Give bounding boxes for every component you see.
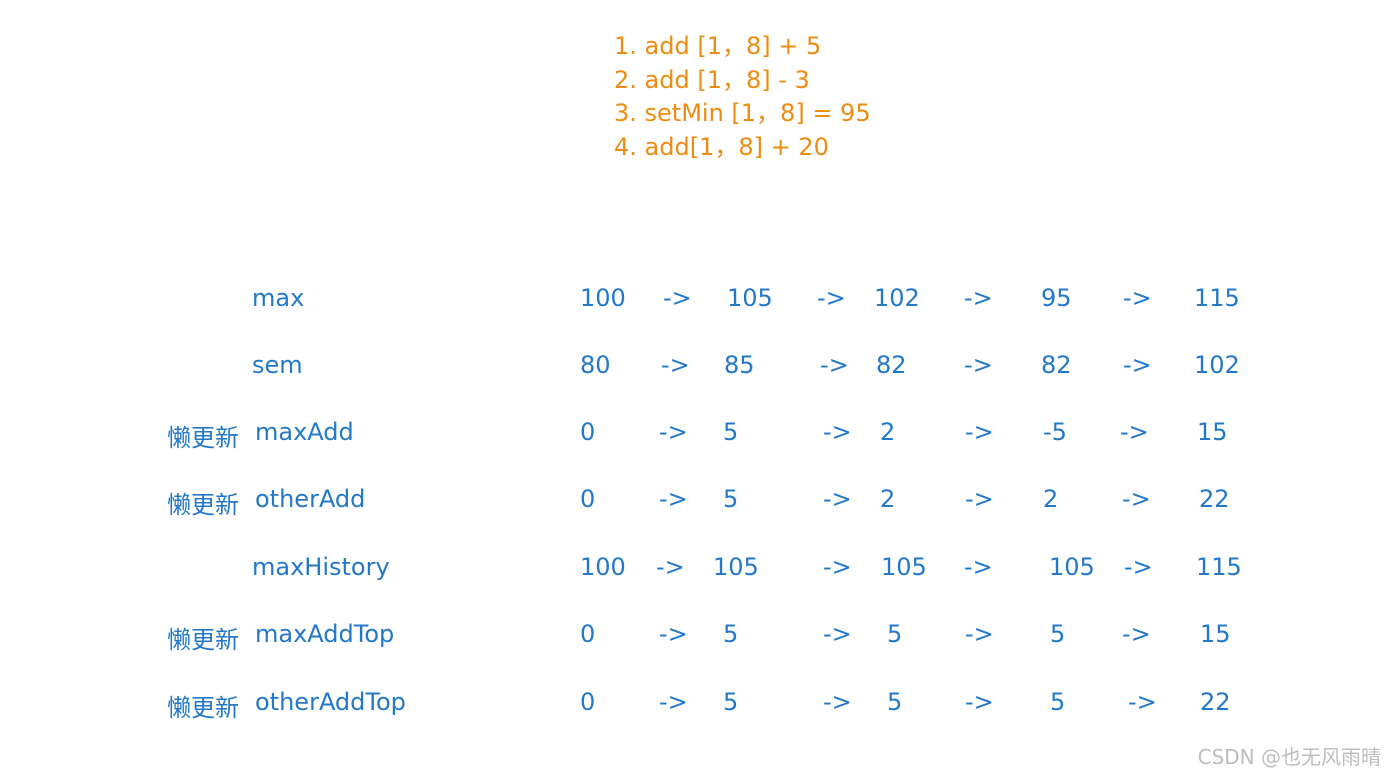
operations-list: 1. add [1，8] + 5 2. add [1，8] - 3 3. set…: [614, 30, 871, 164]
row-maxhistory: maxHistory 100 -> 105 -> 105 -> 105 -> 1…: [0, 553, 1387, 593]
value-1: 85: [724, 351, 755, 379]
arrow: ->: [661, 351, 690, 379]
value-0: 0: [580, 688, 596, 716]
value-2: 2: [880, 418, 896, 446]
value-1: 5: [723, 418, 739, 446]
value-1: 105: [727, 284, 773, 312]
arrow: ->: [965, 688, 994, 716]
operation-4: 4. add[1，8] + 20: [614, 132, 829, 161]
arrow: ->: [964, 284, 993, 312]
value-3: 5: [1050, 620, 1066, 648]
row-label: otherAddTop: [255, 688, 406, 716]
value-2: 82: [876, 351, 907, 379]
value-4: 15: [1200, 620, 1231, 648]
row-maxaddtop: 懒更新 maxAddTop 0 -> 5 -> 5 -> 5 -> 15: [0, 620, 1387, 660]
row-maxadd: 懒更新 maxAdd 0 -> 5 -> 2 -> -5 -> 15: [0, 418, 1387, 458]
value-3: 105: [1049, 553, 1095, 581]
arrow: ->: [1123, 351, 1152, 379]
value-2: 5: [887, 688, 903, 716]
row-label: sem: [252, 351, 303, 379]
arrow: ->: [823, 620, 852, 648]
value-0: 100: [580, 553, 626, 581]
value-1: 5: [723, 688, 739, 716]
arrow: ->: [656, 553, 685, 581]
value-3: 95: [1041, 284, 1072, 312]
row-otheraddtop: 懒更新 otherAddTop 0 -> 5 -> 5 -> 5 -> 22: [0, 688, 1387, 728]
value-0: 0: [580, 620, 596, 648]
arrow: ->: [1120, 418, 1149, 446]
value-2: 2: [880, 485, 896, 513]
row-label: maxAddTop: [255, 620, 395, 648]
row-label: maxAdd: [255, 418, 354, 446]
lazy-update-prefix: 懒更新: [167, 626, 239, 654]
row-label: max: [252, 284, 305, 312]
arrow: ->: [817, 284, 846, 312]
value-2: 105: [881, 553, 927, 581]
row-max: max 100 -> 105 -> 102 -> 95 -> 115: [0, 284, 1387, 324]
arrow: ->: [820, 351, 849, 379]
arrow: ->: [1123, 284, 1152, 312]
operation-1: 1. add [1，8] + 5: [614, 32, 822, 60]
arrow: ->: [1122, 620, 1151, 648]
arrow: ->: [659, 688, 688, 716]
value-0: 80: [580, 351, 611, 379]
lazy-update-prefix: 懒更新: [167, 491, 239, 519]
row-sem: sem 80 -> 85 -> 82 -> 82 -> 102: [0, 351, 1387, 391]
operation-2: 2. add [1，8] - 3: [614, 65, 810, 94]
value-4: 115: [1194, 284, 1240, 312]
value-4: 22: [1200, 688, 1231, 716]
value-1: 5: [723, 620, 739, 648]
value-3: 82: [1041, 351, 1072, 379]
value-1: 5: [723, 485, 739, 513]
operation-3: 3. setMin [1，8] = 95: [614, 99, 871, 127]
value-3: 5: [1050, 688, 1066, 716]
arrow: ->: [965, 418, 994, 446]
arrow: ->: [965, 620, 994, 648]
arrow: ->: [1124, 553, 1153, 581]
row-label: maxHistory: [252, 553, 390, 581]
value-0: 0: [580, 485, 596, 513]
value-2: 5: [887, 620, 903, 648]
value-4: 15: [1197, 418, 1228, 446]
arrow: ->: [663, 284, 692, 312]
value-4: 115: [1196, 553, 1242, 581]
value-3: 2: [1043, 485, 1059, 513]
arrow: ->: [823, 418, 852, 446]
lazy-update-prefix: 懒更新: [167, 694, 239, 722]
value-3: -5: [1043, 418, 1067, 446]
arrow: ->: [823, 688, 852, 716]
arrow: ->: [964, 351, 993, 379]
csdn-watermark: CSDN @也无风雨晴: [1197, 745, 1381, 769]
arrow: ->: [965, 485, 994, 513]
row-label: otherAdd: [255, 485, 366, 513]
arrow: ->: [659, 620, 688, 648]
value-0: 0: [580, 418, 596, 446]
value-1: 105: [713, 553, 759, 581]
arrow: ->: [823, 485, 852, 513]
value-0: 100: [580, 284, 626, 312]
arrow: ->: [1122, 485, 1151, 513]
value-4: 22: [1199, 485, 1230, 513]
lazy-update-prefix: 懒更新: [167, 424, 239, 452]
row-otheradd: 懒更新 otherAdd 0 -> 5 -> 2 -> 2 -> 22: [0, 485, 1387, 525]
value-2: 102: [874, 284, 920, 312]
arrow: ->: [1128, 688, 1157, 716]
arrow: ->: [659, 485, 688, 513]
arrow: ->: [823, 553, 852, 581]
arrow: ->: [964, 553, 993, 581]
arrow: ->: [659, 418, 688, 446]
value-4: 102: [1194, 351, 1240, 379]
